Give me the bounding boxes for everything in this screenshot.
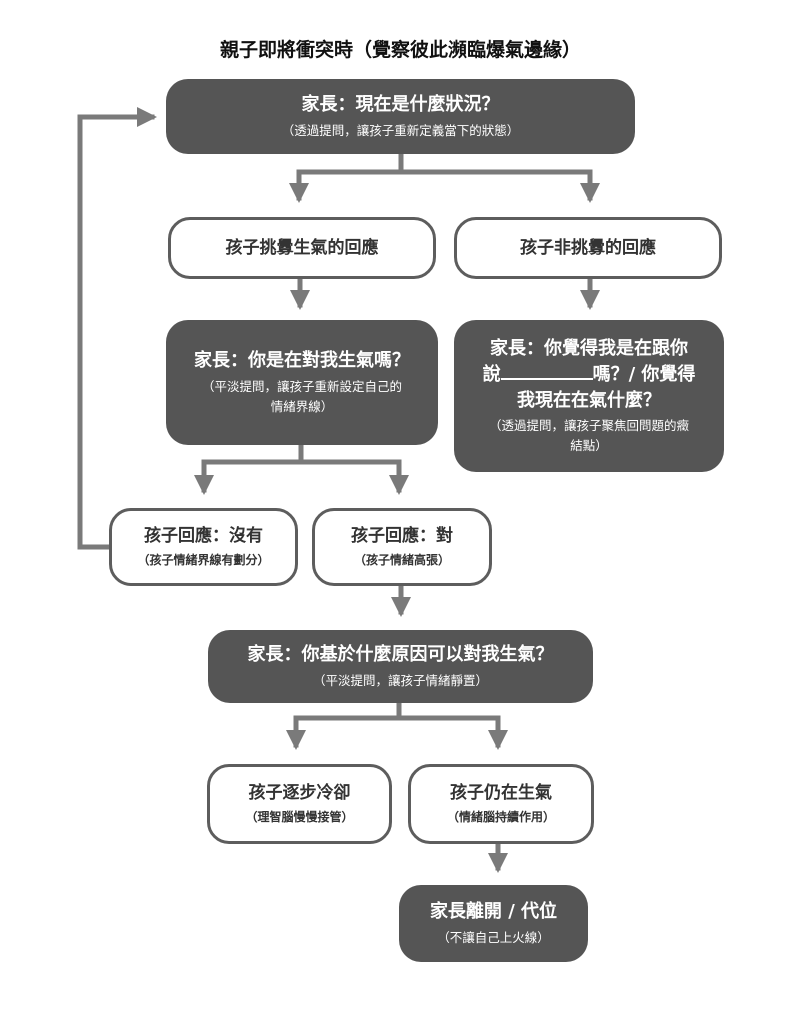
node-parent-ask-situation: 家長：現在是什麼狀況？ （透過提問，讓孩子重新定義當下的狀態） <box>166 79 635 154</box>
node-main-text: 家長：你是在對我生氣嗎？ <box>194 350 410 372</box>
node-main-text: 孩子逐步冷卻 <box>248 783 351 804</box>
node-sub-text: （孩子情緒界線有劃分） <box>137 552 270 567</box>
node-main-text: 家長：你基於什麼原因可以對我生氣？ <box>247 644 554 666</box>
node-child-reply-yes: 孩子回應：對 （孩子情緒高張） <box>312 508 492 586</box>
node-parent-ask-feel: 家長：你覺得我是在跟你 說 嗎？/ 你覺得 我現在在氣什麼？ （透過提問，讓孩子聚… <box>454 320 724 472</box>
node-sub-line: 結點） <box>570 438 608 454</box>
node-sub-text: （不讓自己上火線） <box>437 929 550 945</box>
node-main-line: 家長：你覺得我是在跟你 <box>490 337 688 359</box>
node-main-text: 孩子仍在生氣 <box>450 783 552 804</box>
node-main-text: 孩子回應：沒有 <box>144 526 263 547</box>
node-sub-line: （平淡提問，讓孩子重新設定自己的 <box>201 378 402 394</box>
connector-reason-to-outcomes <box>293 699 501 721</box>
node-sub-text: （情緒腦持續作用） <box>446 809 555 824</box>
node-parent-ask-reason: 家長：你基於什麼原因可以對我生氣？ （平淡提問，讓孩子情緒靜置） <box>208 630 593 703</box>
node-sub-text: （平淡提問，讓孩子情緒靜置） <box>312 672 488 688</box>
node-sub-text: （理智腦慢慢接管） <box>245 809 354 824</box>
node-main-text: 孩子回應：對 <box>351 526 453 547</box>
diagram-title: 親子即將衝突時（覺察彼此瀕臨爆氣邊緣） <box>219 39 581 61</box>
node-sub-text: （平淡提問，讓孩子重新設定自己的 情緒界線） <box>202 377 402 417</box>
node-child-cools: 孩子逐步冷卻 （理智腦慢慢接管） <box>207 764 392 844</box>
node-sub-text: （孩子情緒高張） <box>353 552 450 567</box>
node-main-line: 我現在在氣什麼？ <box>517 390 661 412</box>
node-main-line-end: 嗎？/ 你覺得 <box>592 364 696 386</box>
node-parent-ask-angry: 家長：你是在對我生氣嗎？ （平淡提問，讓孩子重新設定自己的 情緒界線） <box>166 320 438 445</box>
node-main-text: 家長：現在是什麼狀況？ <box>301 94 500 116</box>
node-main-line-start: 說 <box>482 364 501 386</box>
node-child-reply-no: 孩子回應：沒有 （孩子情緒界線有劃分） <box>109 508 298 586</box>
node-sub-line: 情緒界線） <box>270 398 334 414</box>
connector-angry-to-replies <box>201 441 402 465</box>
node-main-text: 孩子挑釁生氣的回應 <box>225 237 379 258</box>
node-parent-leave: 家長離開 / 代位 （不讓自己上火線） <box>399 885 588 962</box>
node-main-text: 家長：你覺得我是在跟你 說 嗎？/ 你覺得 我現在在氣什麼？ <box>483 336 696 414</box>
connector-situation-to-branches <box>296 150 593 175</box>
node-sub-line: （透過提問，讓孩子聚焦回問題的癥 <box>488 418 689 434</box>
fill-in-blank <box>500 362 593 381</box>
loop-back-arrow <box>77 107 157 550</box>
node-child-still-angry: 孩子仍在生氣 （情緒腦持續作用） <box>408 764 594 844</box>
node-child-provocative: 孩子挑釁生氣的回應 <box>168 217 436 279</box>
node-main-line: 說 嗎？/ 你覺得 <box>483 362 696 388</box>
node-sub-text: （透過提問，讓孩子重新定義當下的狀態） <box>281 122 520 138</box>
node-main-text: 孩子非挑釁的回應 <box>520 237 656 258</box>
node-child-non-provocative: 孩子非挑釁的回應 <box>454 217 722 279</box>
node-main-text: 家長離開 / 代位 <box>429 901 558 923</box>
node-sub-text: （透過提問，讓孩子聚焦回問題的癥 結點） <box>489 416 689 456</box>
